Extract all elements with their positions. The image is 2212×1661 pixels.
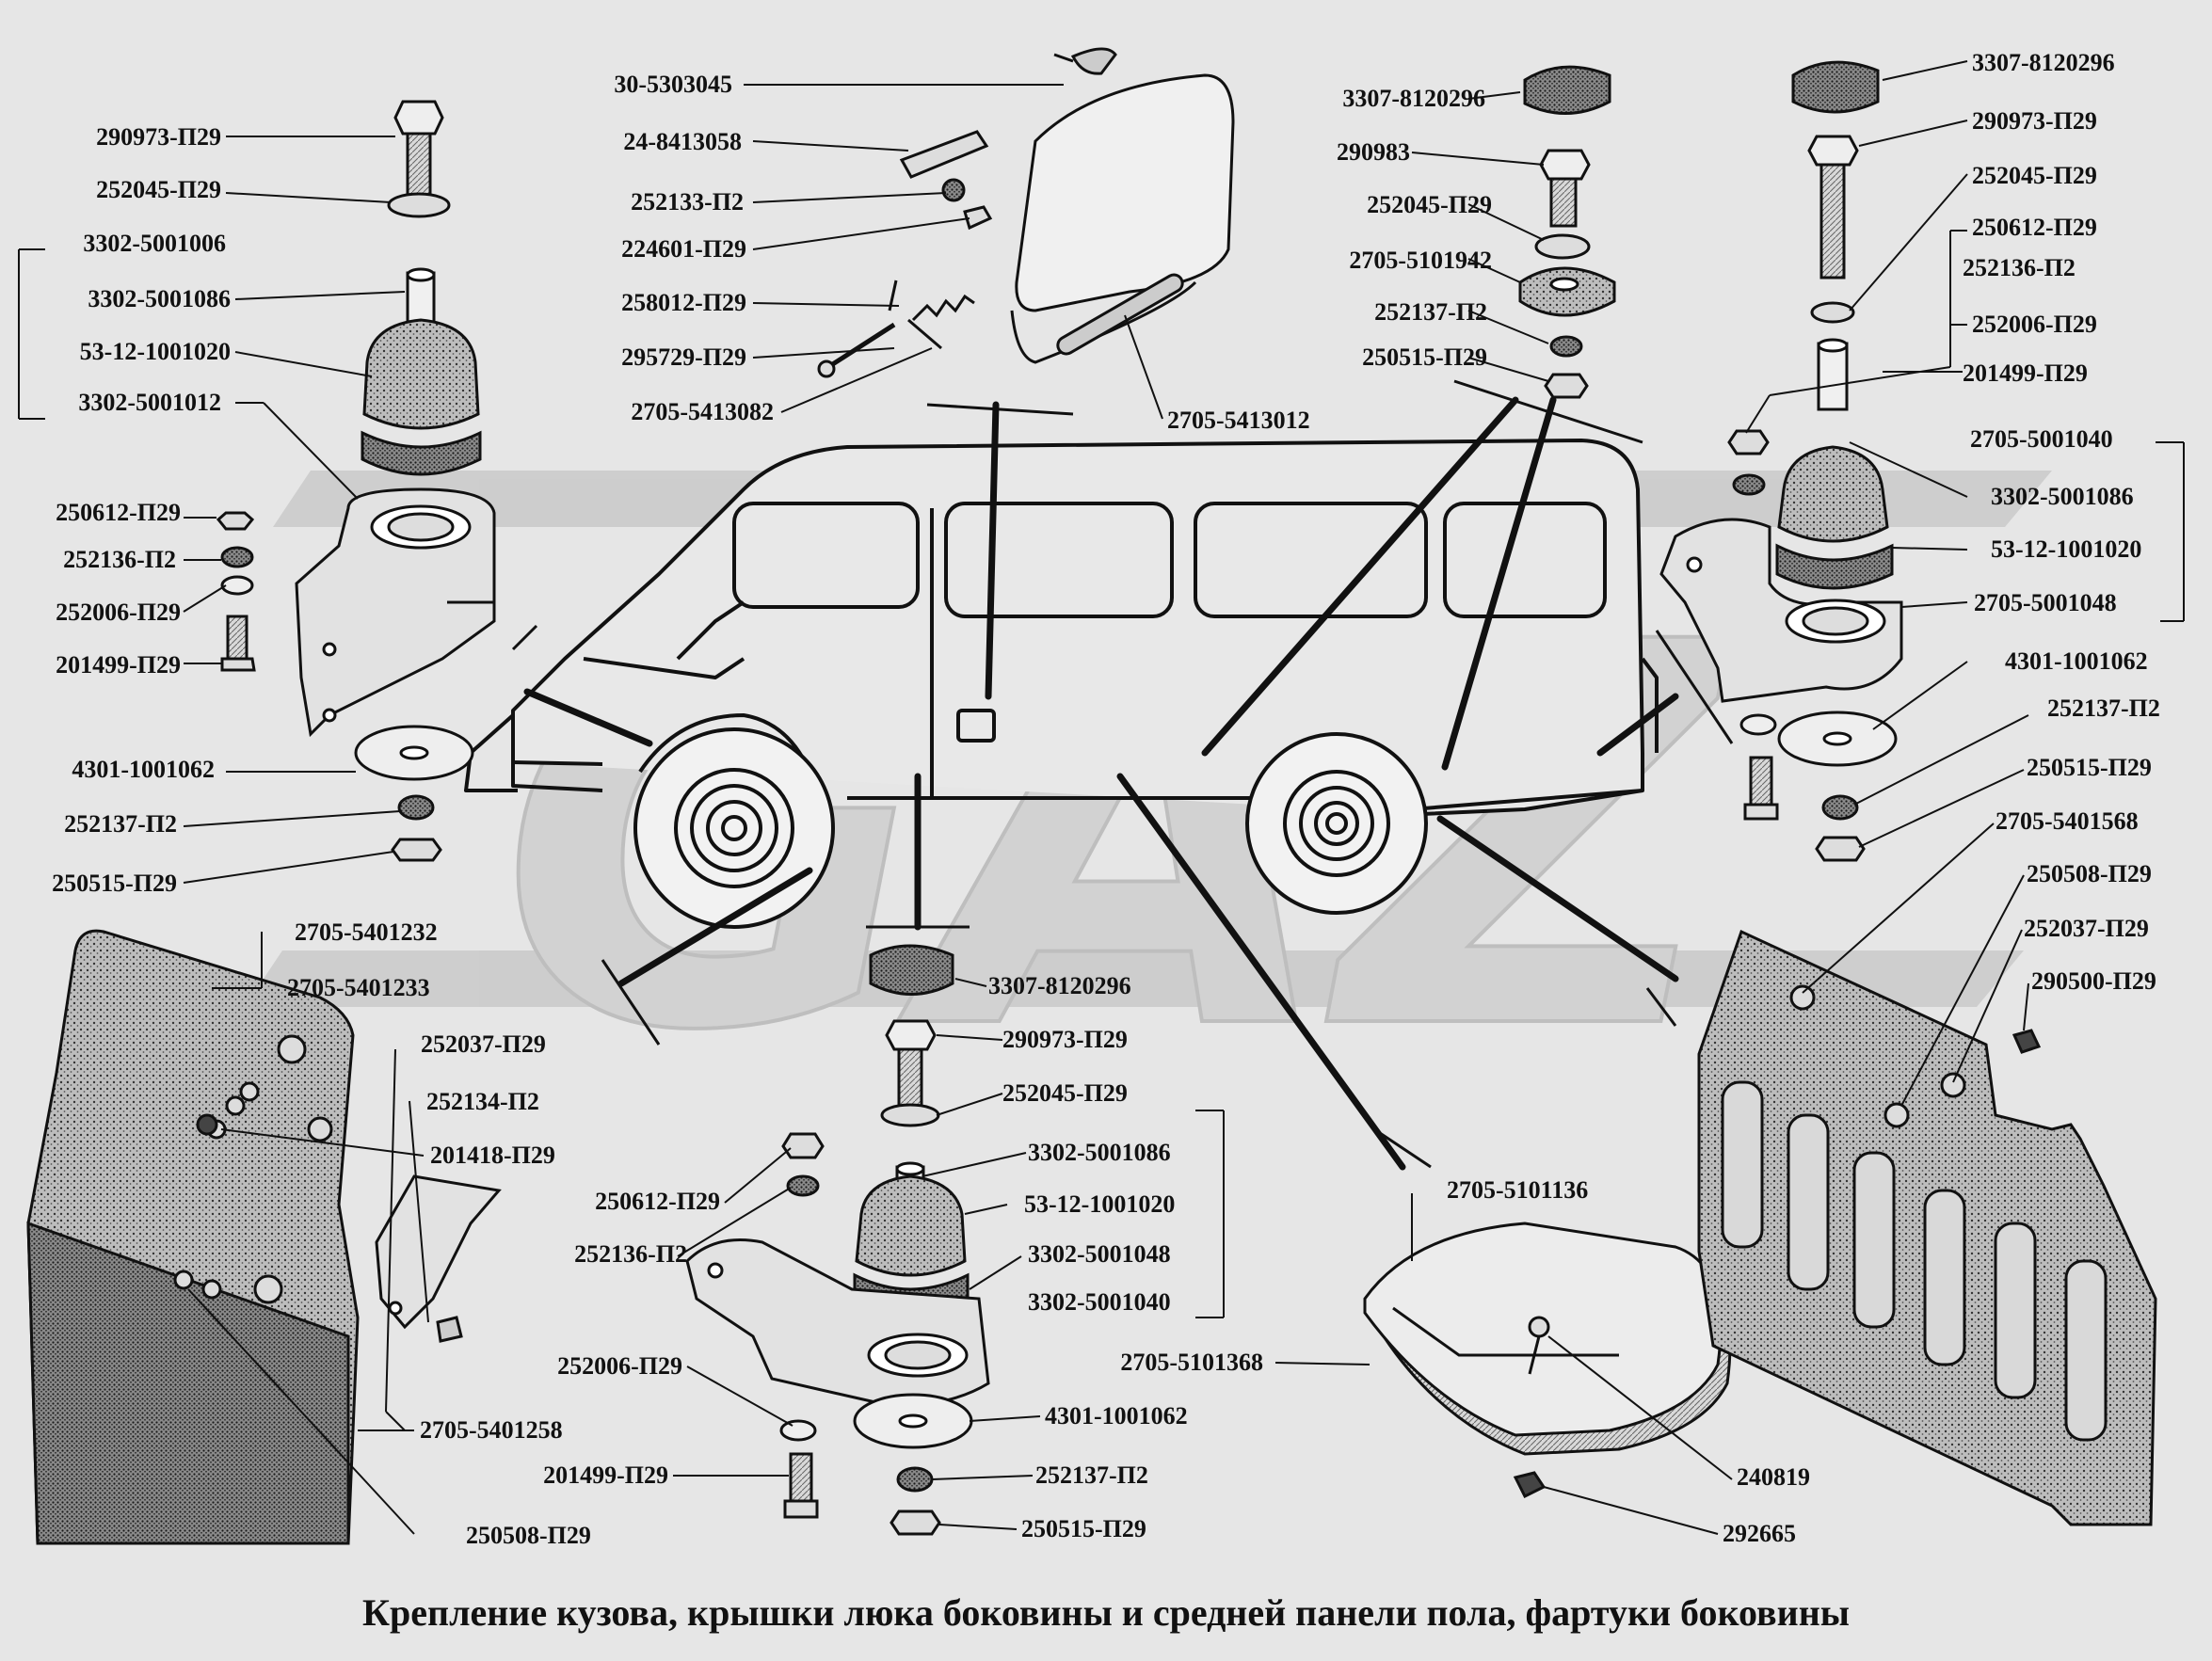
part-label: 2705-5401233 xyxy=(287,974,430,1001)
part-label: 2705-5101942 xyxy=(1349,247,1492,274)
part-label: 252136-П2 xyxy=(63,546,176,573)
part-label: 224601-П29 xyxy=(621,235,746,263)
part-label: 252006-П29 xyxy=(56,599,181,626)
van-fuel-hatch xyxy=(956,709,996,743)
part-label: 250508-П29 xyxy=(2027,860,2152,887)
part-label: 2705-5001040 xyxy=(1970,425,2113,453)
part-label: 250515-П29 xyxy=(52,870,177,897)
part-label: 252133-П2 xyxy=(631,188,744,216)
part-label: 292665 xyxy=(1723,1520,1796,1547)
part-label: 290973-П29 xyxy=(96,123,221,151)
part-label: 2705-5401568 xyxy=(1996,807,2139,835)
part-label: 4301-1001062 xyxy=(1045,1402,1188,1429)
leader-lines xyxy=(18,60,2185,1535)
part-label: 2705-5413012 xyxy=(1167,407,1310,434)
part-label: 290973-П29 xyxy=(1972,107,2097,135)
bolt-290973 xyxy=(387,100,451,218)
part-label: 252037-П29 xyxy=(2024,915,2149,942)
part-label: 290983 xyxy=(1337,138,1410,166)
part-label: 2705-5101368 xyxy=(1120,1349,1263,1376)
part-label: 252037-П29 xyxy=(421,1030,546,1058)
part-label: 3302-5001006 xyxy=(83,230,226,257)
part-label: 250508-П29 xyxy=(466,1522,591,1549)
part-label: 240819 xyxy=(1737,1463,1810,1491)
part-label: 24-8413058 xyxy=(623,128,742,155)
part-label: 252137-П2 xyxy=(1035,1461,1148,1489)
part-label: 53-12-1001020 xyxy=(79,338,231,365)
part-label: 250612-П29 xyxy=(1972,214,2097,241)
part-label: 53-12-1001020 xyxy=(1024,1190,1176,1218)
pointer-lines xyxy=(523,396,1679,1171)
part-label: 250612-П29 xyxy=(56,499,181,526)
part-label: 201499-П29 xyxy=(1963,359,2088,387)
part-label: 2705-5401258 xyxy=(420,1416,563,1444)
plate-24-8413058 xyxy=(899,130,989,179)
part-label: 201418-П29 xyxy=(430,1142,555,1169)
part-label: 30-5303045 xyxy=(614,71,732,98)
part-label: 252134-П2 xyxy=(426,1088,539,1115)
part-label: 258012-П29 xyxy=(621,289,746,316)
part-label: 2705-5401232 xyxy=(295,918,438,946)
part-label: 290500-П29 xyxy=(2031,967,2156,995)
part-label: 252136-П2 xyxy=(1963,254,2076,281)
diagram-caption: Крепление кузова, крышки люка боковины и… xyxy=(362,1591,1850,1634)
part-label: 3307-8120296 xyxy=(1342,85,1485,112)
part-label: 4301-1001062 xyxy=(72,756,215,783)
part-label: 252137-П2 xyxy=(64,810,177,838)
part-label: 290973-П29 xyxy=(1002,1026,1128,1053)
center-mount-assembly xyxy=(685,944,990,1536)
part-label: 252045-П29 xyxy=(1367,191,1492,218)
floor-panel-cover xyxy=(1363,1222,1732,1499)
part-label: 2705-5101136 xyxy=(1447,1176,1589,1204)
left-mount-assembly xyxy=(216,100,496,862)
pointer-lines-thin xyxy=(511,379,1734,1169)
part-label: 250515-П29 xyxy=(1362,343,1487,371)
part-label: 3302-5001086 xyxy=(1028,1139,1171,1166)
part-label: 3302-5001086 xyxy=(1991,483,2134,510)
part-label: 2705-5413082 xyxy=(631,398,774,425)
part-label: 250515-П29 xyxy=(2027,754,2152,781)
part-label: 3302-5001012 xyxy=(78,389,221,416)
part-label: 201499-П29 xyxy=(56,651,181,679)
right-splash-apron xyxy=(1697,929,2157,1526)
part-label: 252006-П29 xyxy=(557,1352,682,1380)
part-label: 4301-1001062 xyxy=(2005,647,2148,675)
part-label: 252006-П29 xyxy=(1972,311,2097,338)
part-label: 3302-5001086 xyxy=(88,285,231,312)
part-label: 53-12-1001020 xyxy=(1991,535,2142,563)
part-label: 295729-П29 xyxy=(621,343,746,371)
hatch-cover-assembly xyxy=(817,47,1235,378)
part-label: 250515-П29 xyxy=(1021,1515,1146,1542)
bracket-3302-5001012 xyxy=(295,487,496,738)
van-body xyxy=(464,439,1659,816)
left-splash-apron xyxy=(26,929,502,1545)
rear-wheel xyxy=(1245,732,1428,915)
part-label: 252045-П29 xyxy=(1972,162,2097,189)
part-label: 3307-8120296 xyxy=(1972,49,2115,76)
right-mount-assembly xyxy=(1659,60,1903,862)
part-label: 3302-5001048 xyxy=(1028,1240,1171,1268)
part-label: 252045-П29 xyxy=(1002,1079,1128,1107)
part-label: 252137-П2 xyxy=(1374,298,1487,326)
van-window-front xyxy=(732,502,920,609)
part-label: 252045-П29 xyxy=(96,176,221,203)
van-window-1 xyxy=(944,502,1174,618)
spring-2705-5413082 xyxy=(911,294,975,322)
van-window-2 xyxy=(1194,502,1428,618)
part-label: 201499-П29 xyxy=(543,1461,668,1489)
part-label: 3307-8120296 xyxy=(988,972,1131,999)
part-label: 2705-5001048 xyxy=(1974,589,2117,616)
hatch-lid-2705-5413012 xyxy=(1015,73,1235,312)
part-label: 252136-П2 xyxy=(574,1240,687,1268)
part-label: 3302-5001040 xyxy=(1028,1288,1171,1316)
front-wheel xyxy=(633,727,835,929)
part-label: 250612-П29 xyxy=(595,1188,720,1215)
cushion-53-12 xyxy=(362,318,480,430)
center-right-mount xyxy=(1518,65,1616,399)
part-label: 252137-П2 xyxy=(2047,695,2160,722)
